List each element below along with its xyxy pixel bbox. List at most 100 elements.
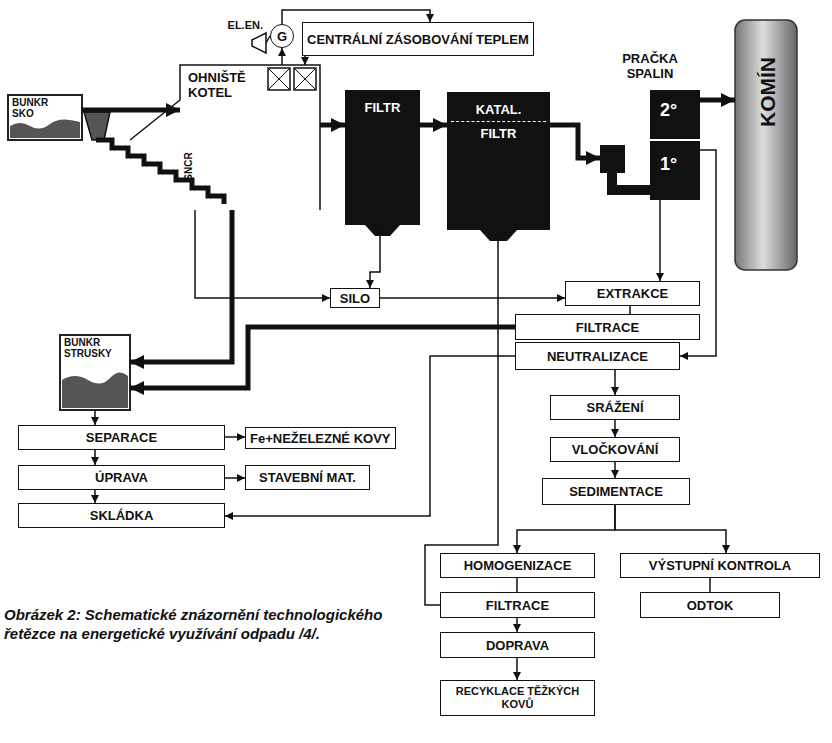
- node-label: BUNKR SKO: [12, 97, 58, 119]
- node-label: KOMÍN: [756, 57, 780, 127]
- flow-connector: [516, 578, 518, 592]
- flow-connector: [614, 462, 616, 478]
- node-label: ÚPRAVA: [95, 470, 148, 485]
- process-box: SRÁŽENÍ: [550, 395, 680, 420]
- filter-hopper: [365, 225, 400, 236]
- process-box: Fe+NEŽELEZNÉ KOVY: [245, 427, 396, 449]
- process-box: FILTRACE: [440, 592, 595, 618]
- flow-connector: [380, 297, 565, 299]
- process-box: SEPARACE: [18, 425, 225, 450]
- flow-connector: [614, 370, 616, 395]
- process-box: OHNIŠTĚ KOTEL SNCR: [180, 65, 320, 210]
- node-label: 2°: [660, 100, 677, 121]
- slag-bunker-outline: [60, 335, 130, 410]
- flow-connector: [517, 505, 615, 553]
- node-label: SKLÁDKA: [90, 508, 154, 523]
- process-box: VLOČKOVÁNÍ: [550, 437, 680, 462]
- node-label: SEPARACE: [86, 430, 157, 445]
- node-label: SEDIMENTACE: [569, 484, 663, 499]
- grate-step: [96, 140, 224, 204]
- flow-connector: [370, 225, 380, 288]
- flue-gas-flow: [130, 210, 232, 362]
- waste-fill: [10, 119, 80, 138]
- node-label: DOPRAVA: [486, 638, 549, 653]
- process-box: NEUTRALIZACE: [515, 342, 680, 370]
- process-box: FILTRACE: [515, 314, 700, 340]
- slag-fill: [62, 372, 128, 408]
- process-box: EXTRAKCE: [565, 281, 700, 306]
- flow-connector: [94, 490, 96, 503]
- node-label: PRAČKA SPALIN: [600, 52, 700, 82]
- process-box: PRAČKA SPALIN2°1°: [600, 90, 700, 200]
- filter-unit: FILTR: [345, 90, 420, 225]
- flow-connector: [516, 618, 518, 632]
- flue-gas-flow: [320, 123, 345, 128]
- flue-gas-flow: [82, 108, 180, 113]
- process-box: ÚPRAVA: [18, 465, 225, 490]
- process-box: STAVEBNÍ MAT.: [245, 465, 370, 490]
- node-label: BUNKR STRUSKY: [64, 337, 126, 359]
- flow-connector: [94, 410, 96, 425]
- process-box: CENTRÁLNÍ ZÁSOBOVÁNÍ TEPLEM: [302, 22, 534, 56]
- process-box: RECYKLACE TĚŽKÝCH KOVŮ: [440, 680, 595, 716]
- node-label: 1°: [660, 154, 677, 175]
- node-label: FILTRACE: [486, 598, 549, 613]
- flue-gas-flow: [550, 125, 600, 158]
- process-box: HOMOGENIZACE: [440, 553, 595, 578]
- process-box: SILO: [330, 288, 380, 308]
- flow-connector: [629, 306, 631, 314]
- bunker-outline: [8, 95, 82, 140]
- process-box: DOPRAVA: [440, 632, 595, 658]
- scrubber-divider: [650, 139, 700, 141]
- node-label: VÝSTUPNÍ KONTROLA: [649, 558, 791, 573]
- node-label: EL.EN.: [228, 19, 263, 31]
- flow-connector: [225, 356, 515, 516]
- node-label: G: [277, 29, 287, 44]
- flow-connector: [225, 436, 245, 438]
- flow-connector: [225, 477, 245, 479]
- node-label: CENTRÁLNÍ ZÁSOBOVÁNÍ TEPLEM: [307, 32, 529, 47]
- filter-unit: KATAL.FILTR: [447, 92, 550, 230]
- node-label: SRÁŽENÍ: [586, 400, 643, 415]
- flow-connector: [281, 48, 283, 65]
- node-label: FILTRACE: [576, 320, 639, 335]
- process-box: VÝSTUPNÍ KONTROLA: [620, 553, 820, 578]
- figure-caption: Obrázek 2: Schematické znázornění techno…: [4, 606, 420, 644]
- flow-connector: [195, 210, 330, 298]
- generator-circle: EL.EN.G: [270, 24, 294, 48]
- node-label: VLOČKOVÁNÍ: [572, 442, 659, 457]
- flue-gas-flow: [130, 327, 515, 388]
- quench: [600, 145, 625, 173]
- flow-connector: [94, 450, 96, 465]
- node-label: NEUTRALIZACE: [547, 349, 648, 364]
- flue-gas-flow: [700, 98, 735, 103]
- flow-connector: [615, 505, 726, 553]
- flue-gas-flow: [420, 123, 447, 128]
- flow-connector: [614, 420, 616, 437]
- flow-connector: [709, 578, 711, 592]
- flow-connector: [304, 56, 306, 65]
- chimney-body: [735, 20, 797, 270]
- turbine: [252, 33, 266, 53]
- node-label: EXTRAKCE: [597, 286, 669, 301]
- node-label: FILTR: [451, 121, 546, 141]
- grate-steps: [96, 140, 224, 204]
- process-box: KOMÍN: [735, 20, 797, 270]
- flow-connector: [659, 200, 661, 281]
- node-label: STAVEBNÍ MAT.: [259, 470, 356, 485]
- process-box: SEDIMENTACE: [542, 478, 690, 505]
- node-label: ODTOK: [687, 598, 734, 613]
- process-box: SKLÁDKA: [18, 503, 225, 528]
- node-label: FILTR: [365, 100, 401, 115]
- node-label: SNCR: [183, 152, 194, 180]
- scrubber-pipe: [612, 173, 650, 190]
- node-label: Fe+NEŽELEZNÉ KOVY: [250, 431, 391, 446]
- boiler-outline: [130, 65, 320, 210]
- node-label: SILO: [340, 291, 370, 306]
- node-label: OHNIŠTĚ KOTEL: [188, 71, 254, 101]
- node-label: RECYKLACE TĚŽKÝCH KOVŮ: [445, 685, 590, 710]
- process-box: BUNKR SKO: [8, 95, 82, 140]
- node-label: HOMOGENIZACE: [464, 558, 572, 573]
- heat-exchanger-cross: [268, 68, 316, 90]
- feed-hopper: [84, 112, 110, 140]
